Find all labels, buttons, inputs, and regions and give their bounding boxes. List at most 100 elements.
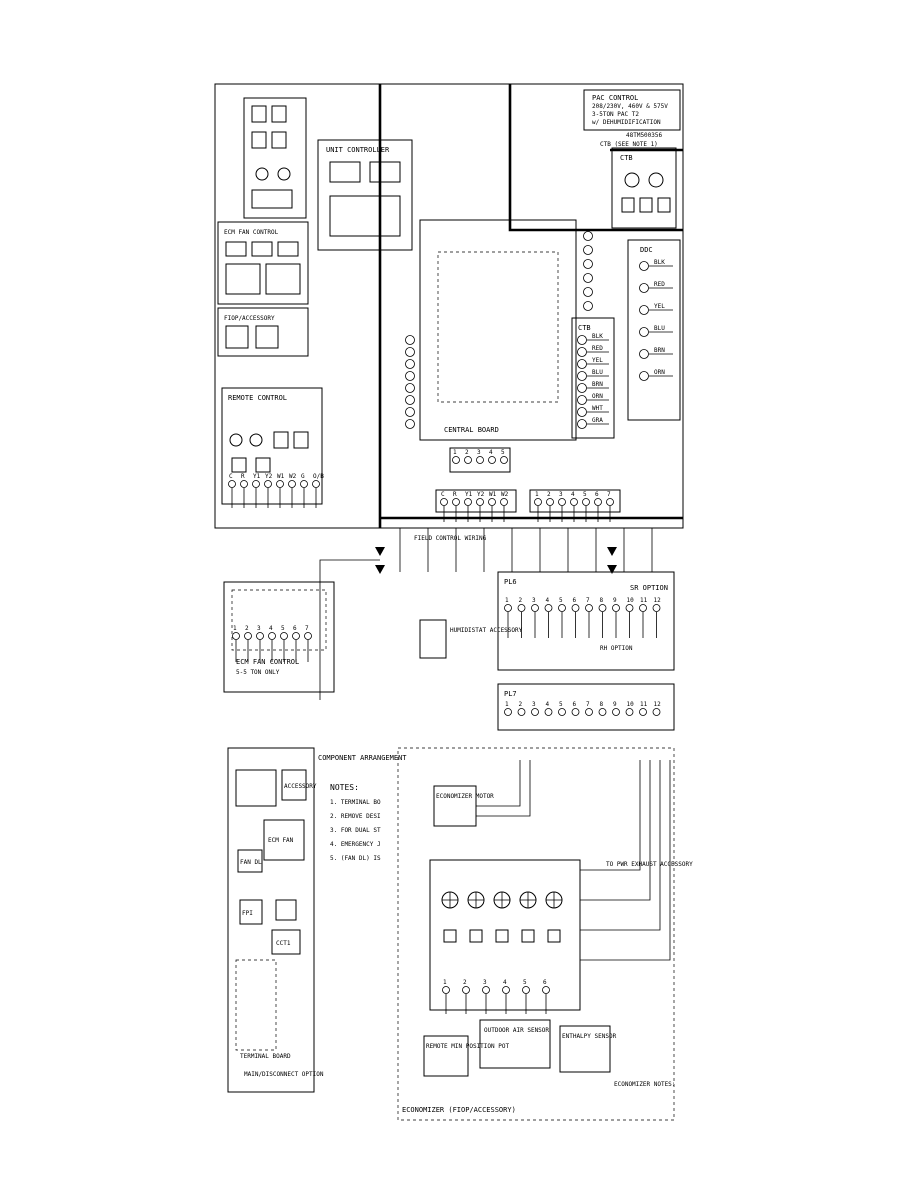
note-item: 1. TERMINAL BO1. TERMINAL BOARD SCHEMATI…	[330, 799, 381, 806]
pl6-pin-label: 2	[519, 597, 523, 604]
drawing-number: 48TM500356	[626, 132, 663, 139]
pl6-pin-label: 7	[586, 597, 590, 604]
comp-ecm-fan: ECM FAN	[268, 837, 294, 844]
pl6-pin-label: 4	[546, 597, 550, 604]
remote-control-parts	[229, 431, 309, 473]
mid-strip-b-pin-label: Y1	[465, 491, 473, 498]
pl6-terminal	[558, 604, 566, 612]
ctb-col-terminal	[577, 395, 587, 405]
economizer-label: ECONOMIZER (FIOP/ACCESSORY)	[402, 1106, 516, 1114]
comp-ecm-control-box	[235, 769, 277, 807]
central-left-terminal	[405, 335, 415, 345]
pl6-terminal	[625, 604, 634, 612]
ddc-wire-color: RED	[654, 281, 665, 288]
ctb-col-wire-color: ORN	[592, 393, 603, 400]
ecm-panel-terminal	[280, 632, 288, 640]
humidistat-wire	[319, 559, 380, 700]
mid-strip-c-pin-label: 3	[559, 491, 563, 498]
mid-strip-c-pin-label: 6	[595, 491, 599, 498]
pl6-terminal	[639, 604, 647, 612]
enthalpy-sensor-box	[559, 1025, 611, 1073]
ctb-col-wire-color: BLU	[592, 369, 603, 376]
ecm-panel-terminal	[256, 632, 264, 640]
pl7-pin-label: 3	[532, 701, 536, 708]
ctb-note: CTB (SEE NOTE 1)	[600, 141, 658, 148]
main-control-frame	[214, 83, 684, 529]
mid-strip-a-terminal	[476, 456, 484, 464]
remote-control-terminal	[312, 480, 320, 488]
economizer-wire-run	[580, 760, 671, 961]
comp-cch-box	[275, 899, 297, 921]
pl6-pin-label: 3	[532, 597, 536, 604]
mid-strip-a-pin-label: 5	[501, 449, 505, 456]
mid-strip-a-pin-label: 3	[477, 449, 481, 456]
pl7-terminal	[531, 708, 539, 716]
ddc-wire-color: BLK	[654, 259, 665, 266]
ddc-wire-color: BRN	[654, 347, 665, 354]
mid-strip-a-pin-label: 4	[489, 449, 493, 456]
pl6-pin-label: 6	[573, 597, 577, 604]
central-left-terminal	[405, 371, 415, 381]
economizer-frame	[397, 747, 675, 1121]
pl7-terminal	[625, 708, 634, 716]
mid-strip-a	[449, 447, 511, 473]
remote-control-pin-label: Y1	[253, 473, 261, 480]
comp-cct1: CCT1	[276, 940, 291, 947]
central-left-terminal	[405, 383, 415, 393]
ecm-panel-terminal	[244, 632, 252, 640]
ctb-col-terminal	[577, 335, 587, 345]
ecm-panel-pin-label: 6	[293, 625, 297, 632]
ctb-col-terminal	[577, 359, 587, 369]
mid-strip-b-terminal	[476, 498, 484, 506]
pl6-pin-label: 8	[600, 597, 604, 604]
ecm-panel-pin-label: 1	[233, 625, 237, 632]
pl6-plug-area	[497, 571, 675, 671]
economizer-terminal	[462, 986, 470, 994]
pl6-terminal	[585, 604, 593, 612]
central-board-inner	[437, 251, 559, 403]
relay-cluster	[243, 97, 307, 219]
ctb-col-terminal	[577, 419, 587, 429]
economizer-terminal	[522, 986, 530, 994]
pl6-terminal	[544, 604, 553, 612]
remote-control-pin-label: W1	[277, 473, 285, 480]
ecm-panel-terminal	[292, 632, 300, 640]
remote-control-terminal	[300, 480, 308, 488]
pl7-pin-label: 12	[654, 701, 662, 708]
remote-pot-box	[423, 1035, 469, 1077]
mid-strip-a-terminal	[500, 456, 508, 464]
economizer-terminal	[482, 986, 490, 994]
pl7-pin-label: 5	[559, 701, 563, 708]
pl7-terminal	[504, 708, 512, 716]
central-left-terminal	[405, 359, 415, 369]
notes-heading: NOTES:	[330, 783, 359, 792]
economizer-pots	[441, 891, 563, 943]
economizer-pin-label: 1	[443, 979, 447, 986]
central-right-terminal	[583, 231, 593, 241]
economizer-controller	[429, 859, 581, 1011]
comp-fpi: FPI	[242, 910, 253, 917]
ecm-fan-panel	[223, 581, 335, 693]
economizer-led	[495, 929, 509, 943]
economizer-led	[443, 929, 457, 943]
fiop-accessory-label: FIOP/ACCESSORY	[224, 315, 275, 322]
pl7-plug-area	[497, 683, 675, 731]
field-terminal-marker	[375, 547, 385, 556]
pl6-terminal	[504, 604, 512, 612]
ecm-panel-terminal	[268, 632, 276, 640]
comp-ecm-fan-box	[263, 819, 305, 861]
remote-control-pin-label: Y2	[265, 473, 273, 480]
title-block	[583, 89, 681, 131]
economizer-pot-cross	[546, 892, 562, 908]
central-board-left-terminals	[405, 335, 415, 429]
economizer-pin-label: 3	[483, 979, 487, 986]
title-line-4: w/ DEHUMIDIFICATION	[592, 119, 661, 126]
field-wires	[319, 528, 653, 700]
unit-controller-parts	[329, 161, 401, 237]
fiop-accessory-box	[217, 307, 309, 357]
pl7-pin-label: 1	[505, 701, 509, 708]
